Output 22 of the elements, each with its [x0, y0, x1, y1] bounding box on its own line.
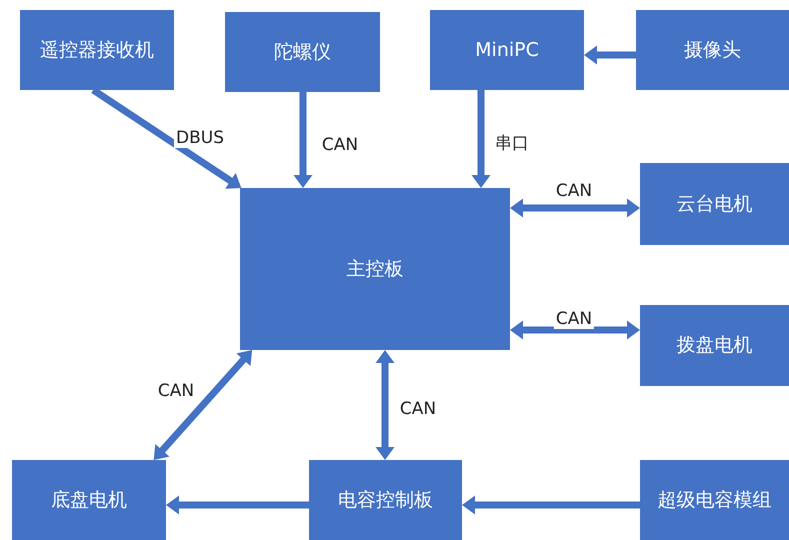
- arrow: [584, 46, 636, 64]
- process-box: 电容控制板: [309, 460, 462, 540]
- process-box: 底盘电机: [12, 460, 166, 540]
- arrow: [472, 90, 490, 188]
- arrow: [166, 496, 309, 514]
- process-box: 超级电容模组: [640, 460, 789, 540]
- process-box: 云台电机: [640, 163, 789, 245]
- arrow: [462, 496, 640, 514]
- process-box: 拨盘电机: [640, 305, 789, 386]
- process-box: 陀螺仪: [225, 12, 380, 92]
- arrow: [376, 350, 394, 460]
- arrow: [91, 87, 242, 189]
- arrow: [510, 320, 640, 340]
- arrow: [510, 198, 640, 218]
- edge-label: DBUS: [174, 128, 226, 148]
- process-box: 摄像头: [636, 10, 789, 90]
- process-box: MiniPC: [430, 10, 584, 90]
- edge-label: CAN: [554, 309, 594, 329]
- arrow: [294, 92, 312, 188]
- arrow: [154, 350, 252, 460]
- process-box: 遥控器接收机: [20, 10, 174, 90]
- process-box: 主控板: [240, 188, 510, 350]
